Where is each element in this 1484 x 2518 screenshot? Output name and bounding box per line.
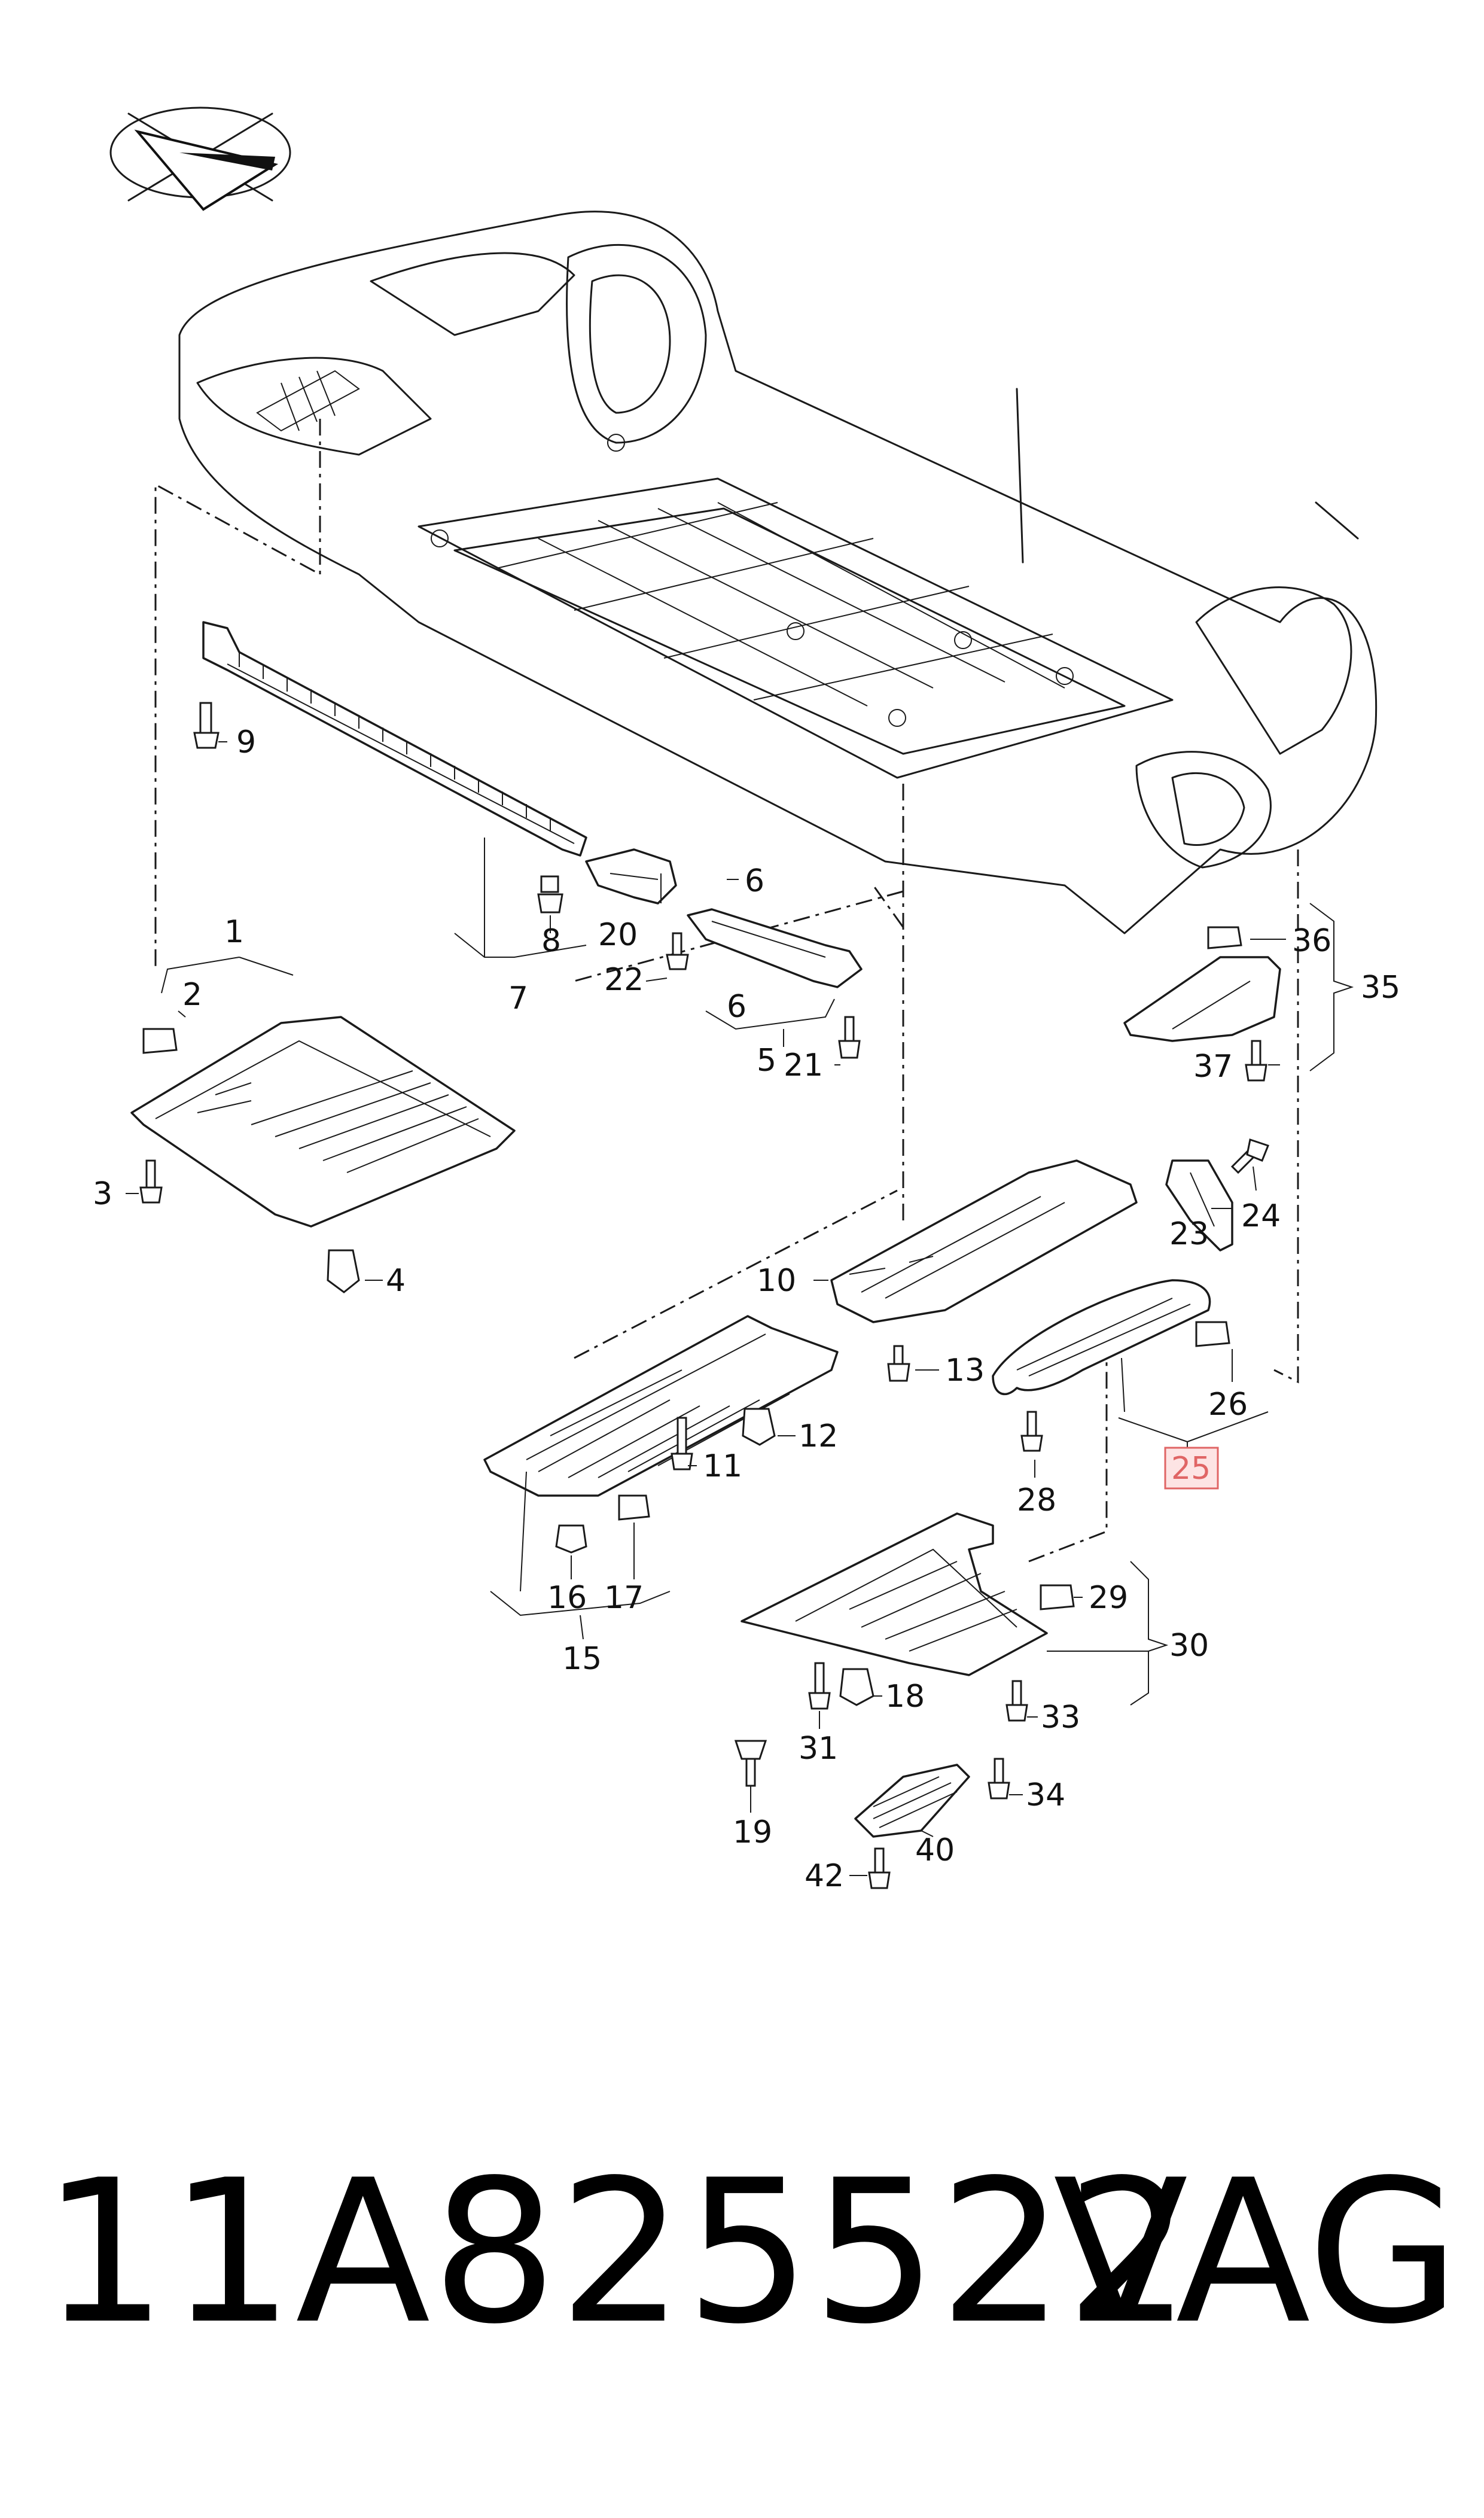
label-11: 11 — [703, 1448, 742, 1484]
clip-4-icon — [327, 1249, 360, 1293]
bolt-22-icon — [666, 932, 689, 970]
part-25-rear-underbody-panel — [992, 1279, 1211, 1396]
clip-18-icon — [839, 1668, 874, 1706]
clip-26-icon — [1195, 1321, 1230, 1347]
label-31: 31 — [799, 1731, 838, 1767]
callout-labels: 9 8 7 20 22 6 6 5 21 1 2 3 4 10 13 28 26… — [93, 724, 1400, 1894]
pin-19-icon — [734, 1740, 767, 1787]
clip-29-icon — [1040, 1584, 1075, 1610]
clip-17-icon — [618, 1494, 650, 1521]
label-42: 42 — [805, 1858, 844, 1894]
label-5: 5 — [757, 1043, 776, 1079]
part-35-rear-bracket — [1123, 956, 1281, 1042]
bolt-31-icon — [808, 1662, 831, 1710]
bolt-34-icon — [988, 1758, 1010, 1800]
bolt-13-icon — [887, 1345, 910, 1382]
label-40: 40 — [915, 1832, 955, 1868]
part-1-front-underbody-panel — [130, 1016, 516, 1228]
fasteners — [139, 702, 1269, 1889]
label-6-bottom: 6 — [727, 989, 746, 1025]
label-21: 21 — [784, 1048, 823, 1083]
label-24: 24 — [1241, 1198, 1281, 1234]
callout-leaders — [126, 741, 1354, 1876]
label-1: 1 — [224, 914, 244, 950]
vehicle-underbody — [178, 211, 1378, 934]
part-7-sill-strip — [202, 621, 587, 857]
label-8: 8 — [541, 923, 561, 959]
clip-12-icon — [742, 1408, 776, 1446]
part-20-bracket — [585, 848, 677, 905]
label-36: 36 — [1292, 923, 1331, 959]
label-29: 29 — [1089, 1580, 1128, 1616]
bolt-11-icon — [671, 1417, 693, 1470]
parts-diagram: 9 8 7 20 22 6 6 5 21 1 2 3 4 10 13 28 26… — [93, 106, 1400, 1894]
label-17: 17 — [604, 1580, 644, 1616]
part-23-mount — [1165, 1159, 1233, 1252]
part-15-center-underbody-panel — [483, 1315, 839, 1497]
label-37: 37 — [1193, 1049, 1233, 1085]
orientation-compass-icon — [109, 106, 291, 211]
label-30: 30 — [1169, 1628, 1209, 1664]
part-30-rear-underbody-panel — [741, 1512, 1048, 1676]
part-10-underbody-panel — [830, 1159, 1138, 1323]
label-7: 7 — [508, 981, 528, 1016]
bolt-37-icon — [1245, 1040, 1267, 1082]
label-12: 12 — [799, 1418, 838, 1454]
bolt-28-icon — [1020, 1411, 1043, 1452]
part-40-heat-shield — [854, 1764, 970, 1838]
label-20: 20 — [598, 917, 638, 953]
label-19: 19 — [733, 1814, 772, 1850]
highlight-box-25 — [1164, 1447, 1219, 1490]
label-35: 35 — [1361, 970, 1400, 1006]
bolt-3-icon — [139, 1159, 163, 1204]
part-number: 11A825522 — [42, 2138, 1193, 2367]
label-6-top: 6 — [745, 863, 764, 899]
label-25: 25 — [1171, 1451, 1211, 1487]
label-16: 16 — [547, 1580, 587, 1616]
label-34: 34 — [1026, 1777, 1065, 1813]
clip-2-icon — [142, 1028, 178, 1054]
label-26: 26 — [1208, 1387, 1248, 1423]
label-3: 3 — [93, 1176, 112, 1212]
label-22: 22 — [604, 962, 644, 998]
label-18: 18 — [885, 1679, 925, 1715]
clip-8-icon — [537, 875, 563, 914]
bolt-21-icon — [838, 1016, 861, 1059]
clip-36-icon — [1207, 926, 1242, 949]
clip-16-icon — [555, 1524, 587, 1554]
label-33: 33 — [1041, 1700, 1080, 1735]
label-28: 28 — [1017, 1482, 1056, 1518]
brand-name: VAG — [1053, 2138, 1460, 2367]
part-5-bracket — [687, 908, 863, 988]
label-10: 10 — [757, 1263, 796, 1299]
label-23: 23 — [1169, 1216, 1209, 1252]
bolt-24-icon — [1230, 1138, 1269, 1174]
bolt-9-icon — [193, 702, 220, 749]
label-2: 2 — [182, 977, 202, 1013]
label-4: 4 — [386, 1263, 406, 1299]
bolt-33-icon — [1005, 1680, 1028, 1722]
bolt-42-icon — [868, 1847, 891, 1889]
label-9: 9 — [236, 724, 256, 760]
label-15: 15 — [562, 1641, 602, 1677]
label-13: 13 — [945, 1353, 985, 1389]
